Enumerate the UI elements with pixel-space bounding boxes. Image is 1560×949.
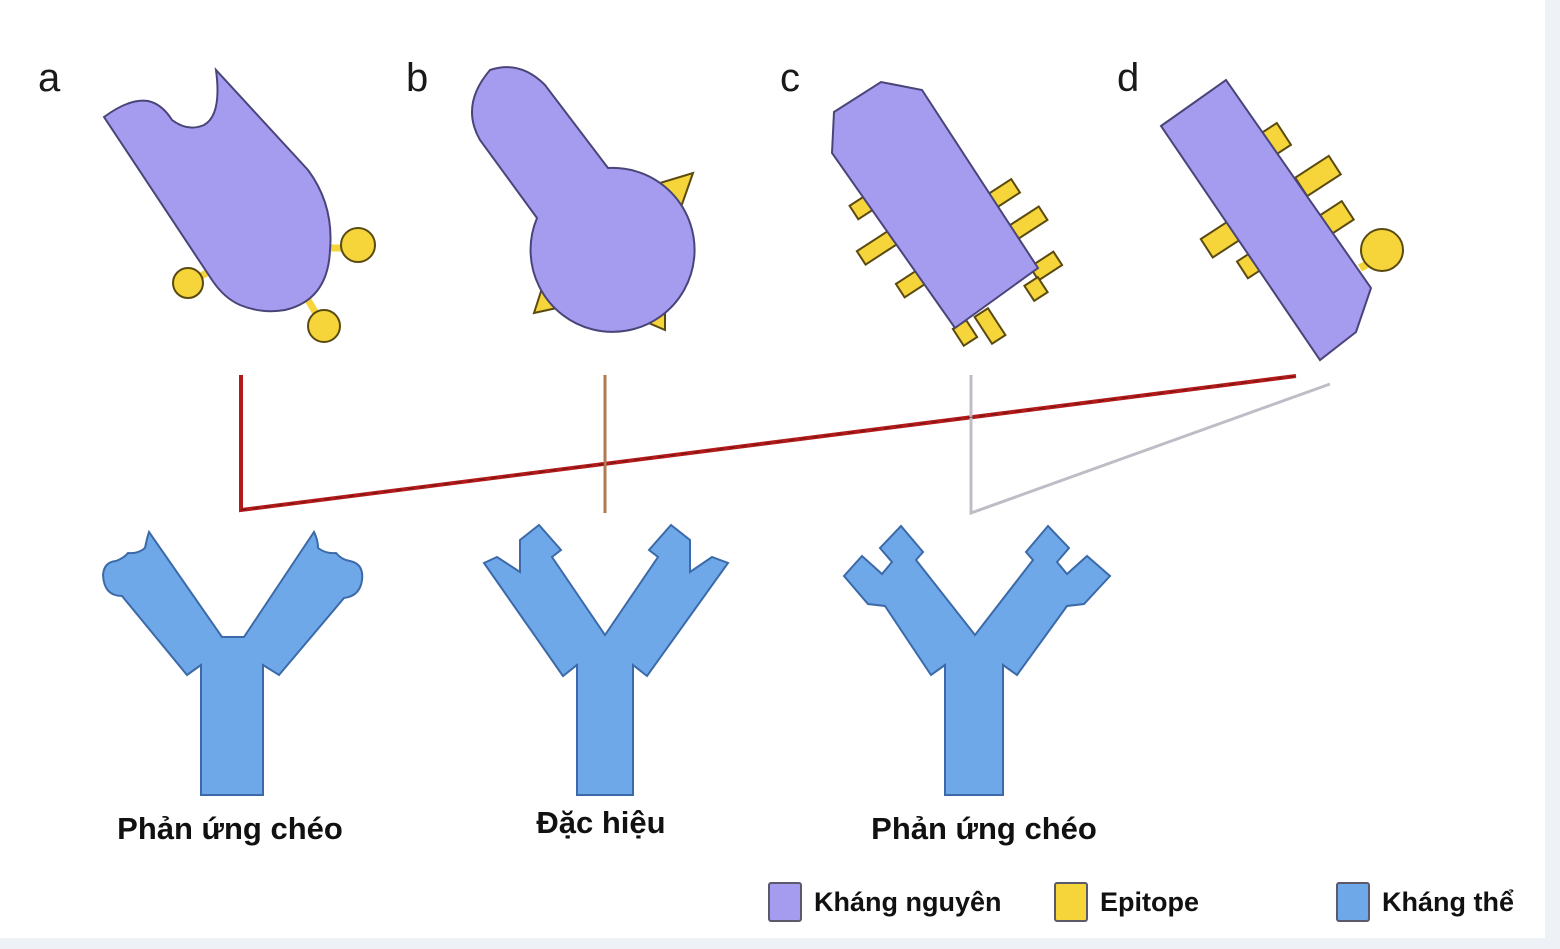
legend-label-antibody: Kháng thể <box>1382 886 1514 917</box>
antibody-3-label: Phản ứng chéo <box>871 811 1097 846</box>
antigen-a <box>102 66 376 343</box>
connector-lines <box>239 374 1331 516</box>
legend-swatch-antibody <box>1336 882 1370 922</box>
diagram-canvas: a b c d Phản ứng chéo Đặc hiệu Phản ứng … <box>0 0 1545 938</box>
panel-label-c: c <box>780 56 800 100</box>
legend-label-epitope: Epitope <box>1100 886 1199 917</box>
panel-label-b: b <box>406 56 429 100</box>
antibody-2-label: Đặc hiệu <box>536 805 666 840</box>
antigen-c <box>830 80 1064 348</box>
antibody-1-label: Phản ứng chéo <box>117 811 343 846</box>
epitope-a-2 <box>330 227 376 263</box>
legend-item-epitope: Epitope <box>1054 882 1199 922</box>
epitope-a-3 <box>304 298 341 343</box>
epitope-c-6 <box>1028 250 1064 282</box>
line-cross-c-d <box>969 375 1331 516</box>
antigen-d-body <box>1159 78 1373 362</box>
legend-swatch-epitope <box>1054 882 1088 922</box>
antigen-antibody-diagram <box>101 66 1404 796</box>
panel-label-d: d <box>1117 56 1140 100</box>
panel-label-a: a <box>38 56 61 100</box>
epitope-c-9 <box>973 306 1007 346</box>
epitope-d-6 <box>1358 228 1404 272</box>
antibody-3 <box>842 524 1112 796</box>
antigen-d <box>1159 78 1404 362</box>
antibody-2 <box>482 523 730 796</box>
antigen-a-body <box>102 66 332 313</box>
legend-swatch-antigen <box>768 882 802 922</box>
antigen-b-body <box>471 66 696 333</box>
legend-label-antigen: Kháng nguyên <box>814 886 1002 917</box>
epitope-c-7 <box>1023 275 1049 303</box>
legend-item-antibody: Kháng thể <box>1336 882 1514 922</box>
antibody-1 <box>101 529 364 796</box>
antigen-c-body <box>830 80 1040 330</box>
legend-item-antigen: Kháng nguyên <box>768 882 1002 922</box>
antigen-b <box>471 66 696 333</box>
